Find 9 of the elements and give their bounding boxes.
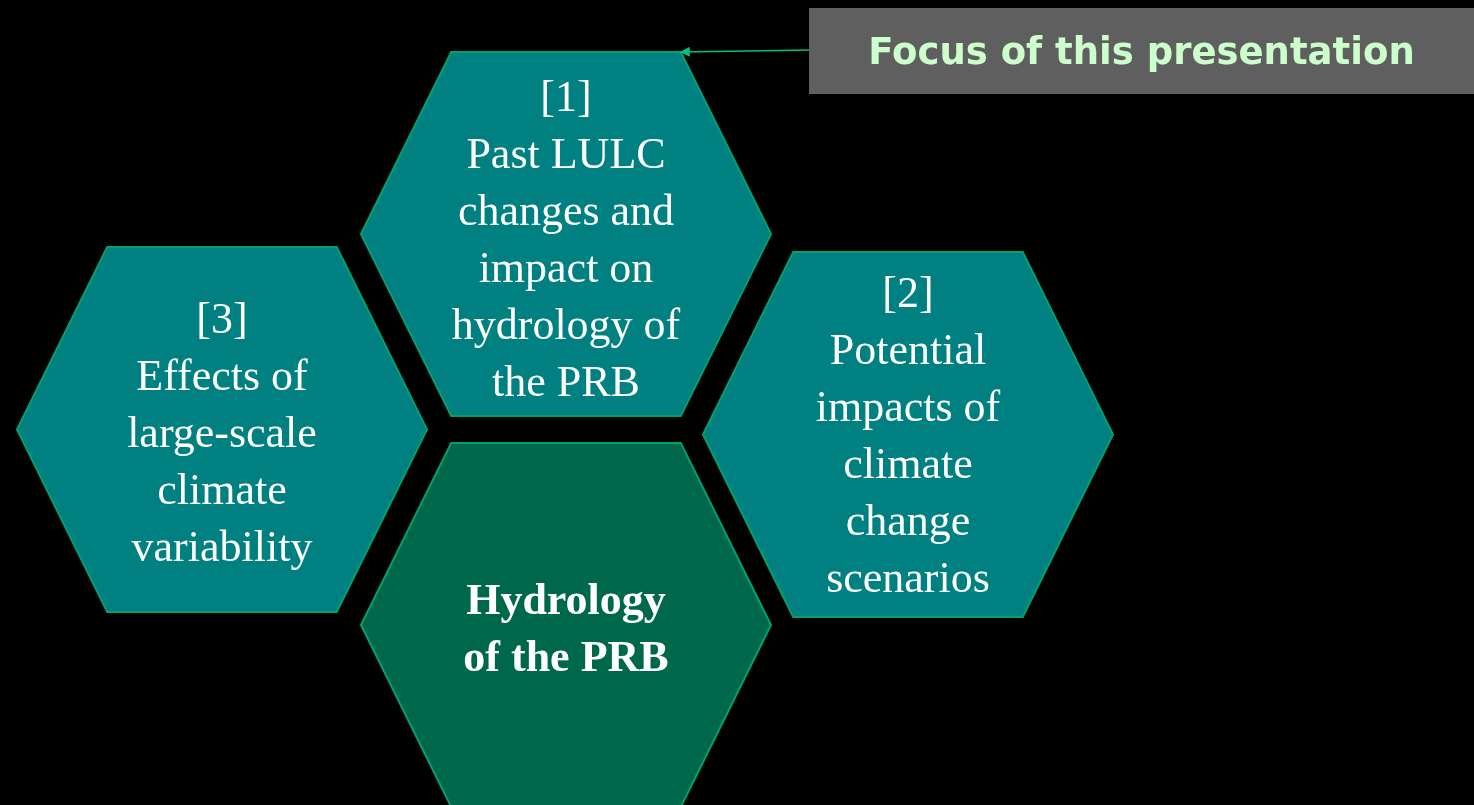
arrow	[679, 46, 810, 57]
topic-number: [3]	[196, 293, 248, 345]
topic-text: Past LULC changes and impact on hydrology of the PRB	[450, 128, 682, 408]
topic-text: Effects of large-scale climate variability	[126, 350, 318, 573]
topic-number: [2]	[882, 267, 934, 319]
topic-number: [1]	[540, 71, 592, 123]
topic-text: Hydrology of the PRB	[462, 574, 670, 683]
topic-text: Potential impacts of climate change scenarios	[814, 324, 1002, 604]
callout-label: Focus of this presentation	[809, 8, 1474, 94]
